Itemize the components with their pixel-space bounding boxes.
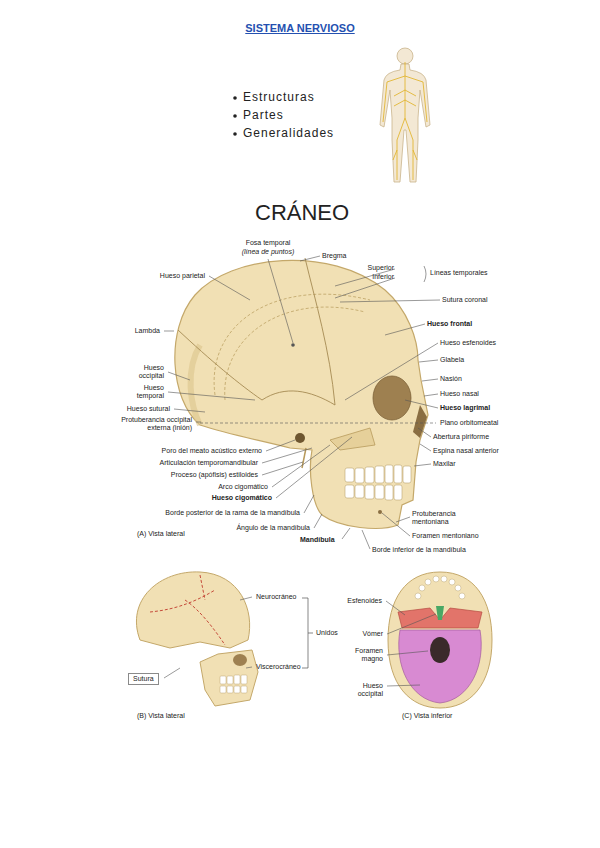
- part-label: Plano orbitomeatal: [440, 419, 498, 427]
- part-label: Poro del meato acústico externo: [62, 447, 262, 455]
- part-label: Vómer: [183, 630, 383, 638]
- part-label: Sutura coronal: [442, 296, 488, 304]
- part-label: Hueso cigomático: [72, 494, 272, 502]
- skull-divided: [136, 572, 313, 706]
- part-label: Esfenoides: [182, 597, 382, 605]
- part-label: Abertura piriforme: [433, 433, 489, 441]
- part-label: Borde posterior de la rama de la mandíbu…: [100, 509, 300, 517]
- bullet-item: Generalidades: [243, 126, 334, 140]
- part-label: Protuberancia occipital externa (inión): [100, 416, 192, 433]
- part-label: Bregma: [322, 252, 347, 260]
- part-label: Arco cigomático: [68, 483, 268, 491]
- part-label: Mandíbula: [300, 536, 335, 544]
- part-label: Viscerocráneo: [256, 663, 301, 671]
- leader-lines: [164, 256, 440, 549]
- part-label: Hueso esfenoides: [440, 339, 496, 347]
- skull-inferior: [386, 572, 492, 708]
- part-label: Foramen mentoniano: [412, 532, 479, 540]
- page-title: SISTEMA NERVIOSO: [200, 22, 400, 35]
- part-label: Espina nasal anterior: [433, 447, 499, 455]
- part-label: Protuberancia mentoniana: [412, 510, 468, 527]
- part-label: Hueso occipital: [126, 364, 164, 381]
- nervous-system-figure: [380, 48, 430, 182]
- part-label: Nasión: [440, 375, 462, 383]
- skull-lateral: [175, 258, 428, 528]
- part-label: Neurocráneo: [256, 593, 296, 601]
- part-label: Borde inferior de la mandíbula: [372, 546, 466, 554]
- part-label: Foramen magno: [349, 647, 383, 664]
- part-label: (B) Vista lateral: [137, 712, 185, 720]
- part-label: Hueso temporal: [126, 384, 164, 401]
- section-heading: CRÁNEO: [255, 200, 349, 226]
- part-label: Maxilar: [433, 460, 456, 468]
- part-label: Lambda: [0, 327, 160, 335]
- part-label: Hueso lagrimal: [440, 404, 490, 412]
- part-label: Superior: [194, 264, 394, 272]
- bullet-item: Partes: [243, 108, 284, 122]
- part-label: Hueso frontal: [427, 320, 472, 328]
- bullet-item: Estructuras: [243, 90, 315, 104]
- part-label: (C) Vista inferior: [402, 712, 452, 720]
- part-label: Hueso parietal: [5, 272, 205, 280]
- part-label: Proceso (apófisis) estiloides: [58, 471, 258, 479]
- box-text: Sutura: [133, 675, 154, 682]
- part-label: Glabela: [440, 356, 464, 364]
- part-label: Líneas temporales: [430, 269, 488, 277]
- bullet-dots: [233, 96, 237, 136]
- part-label: Hueso sutural: [0, 405, 170, 413]
- part-label: Articulación temporomandibular: [58, 459, 258, 467]
- part-label: Unidos: [316, 629, 338, 637]
- label-box: Sutura: [128, 673, 159, 685]
- part-label: (A) Vista lateral: [137, 530, 185, 538]
- part-label: Inferior: [194, 273, 394, 281]
- part-label: Hueso nasal: [440, 390, 479, 398]
- part-label: Hueso occipital: [349, 682, 383, 699]
- part-label: Fosa temporal: [168, 239, 368, 247]
